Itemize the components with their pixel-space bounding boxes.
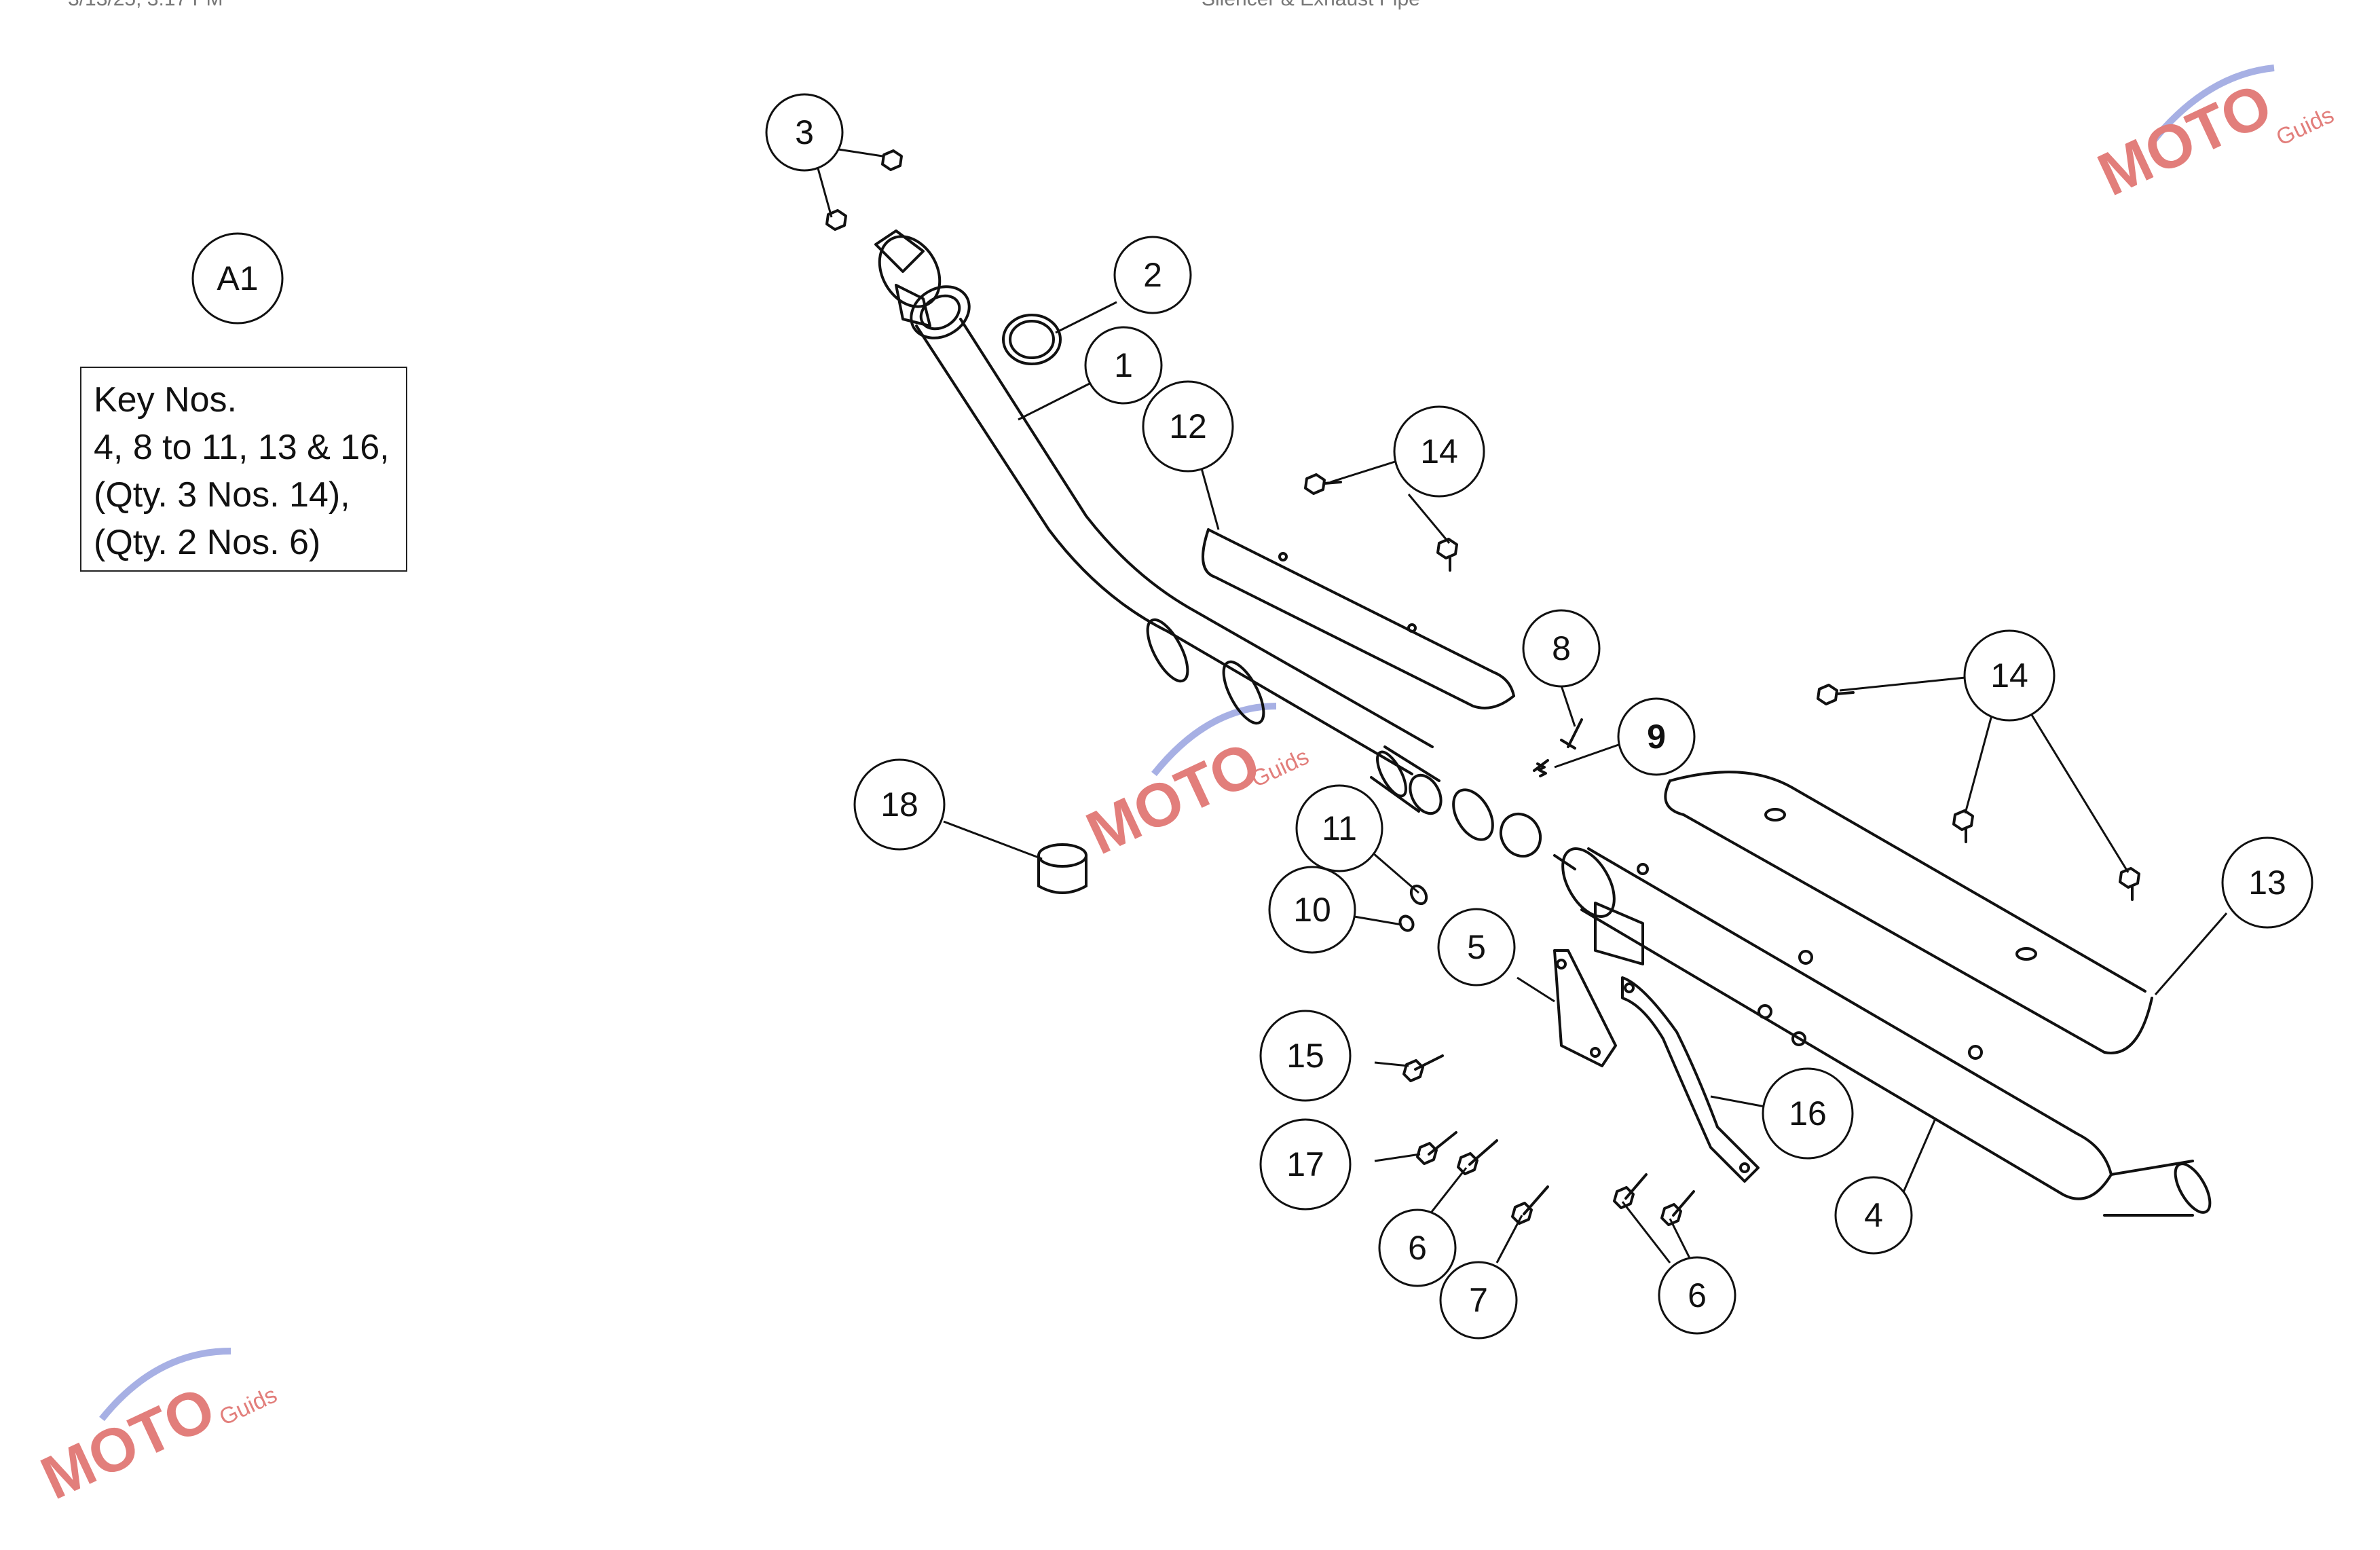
part-exhaust-flange [874, 229, 971, 339]
key-note-line: Key Nos. [94, 380, 237, 420]
callout-10: 10 [1293, 891, 1331, 929]
callout-3: 3 [795, 113, 814, 151]
part-flange-nut [825, 149, 903, 231]
header-title: Silencer & Exhaust Pipe [1202, 0, 1420, 11]
figure-label: A1 [217, 259, 258, 297]
key-note-line: (Qty. 2 Nos. 6) [94, 523, 321, 562]
callout-7: 7 [1469, 1281, 1488, 1319]
callout-1: 1 [1114, 346, 1133, 384]
callout-11: 11 [1322, 809, 1357, 847]
callout-6b: 6 [1688, 1276, 1707, 1314]
callout-circles [191, 93, 2313, 1340]
key-note-line: (Qty. 3 Nos. 14), [94, 475, 350, 515]
callout-9: 9 [1647, 718, 1666, 756]
callout-6a: 6 [1408, 1229, 1427, 1267]
part-silencer-stay [1621, 976, 1760, 1183]
part-small-nut [1398, 884, 1428, 932]
callout-13: 13 [2248, 864, 2286, 902]
part-bolts [1402, 1054, 1695, 1226]
watermark-logo-top-right: MOTO Guids [2088, 64, 2338, 209]
leader-lines [817, 148, 2228, 1263]
callout-15: 15 [1286, 1037, 1324, 1075]
part-bolt-and-spring [1533, 718, 1583, 777]
callout-14b: 14 [1990, 657, 2028, 695]
watermark-subtext: Guids [1247, 743, 1313, 792]
part-silencer [1561, 847, 2212, 1217]
callout-16: 16 [1789, 1094, 1827, 1132]
callout-17: 17 [1286, 1145, 1324, 1183]
callout-8: 8 [1552, 629, 1571, 667]
watermark-subtext: Guids [2272, 102, 2338, 151]
part-mounting-bracket [1553, 949, 1617, 1067]
watermark-logo-bottom-left: MOTO Guids [31, 1348, 281, 1513]
callout-5: 5 [1467, 928, 1486, 966]
key-notes-box: Key Nos. 4, 8 to 11, 13 & 16, (Qty. 3 No… [80, 367, 407, 572]
callout-4: 4 [1864, 1196, 1883, 1234]
callout-12: 12 [1169, 407, 1207, 445]
part-end-cap [1037, 843, 1087, 894]
header-date: 3/13/25, 3:17 PM [68, 0, 223, 11]
callout-14a: 14 [1420, 432, 1458, 470]
key-note-line: 4, 8 to 11, 13 & 16, [94, 428, 390, 467]
part-gasket-ring [1002, 314, 1062, 365]
part-front-heat-shield [1202, 528, 1515, 709]
watermark-text: MOTO [2088, 71, 2282, 209]
callout-2: 2 [1143, 256, 1162, 294]
part-pipe-clamp [1452, 788, 1576, 870]
watermark-logo-center: MOTO Guids [1077, 703, 1313, 868]
part-shield-bolts [1304, 473, 2140, 901]
part-rear-heat-shield [1664, 771, 2153, 1054]
callout-18: 18 [880, 786, 918, 824]
part-front-exhaust-pipe [915, 318, 1443, 815]
watermark-subtext: Guids [215, 1382, 281, 1431]
